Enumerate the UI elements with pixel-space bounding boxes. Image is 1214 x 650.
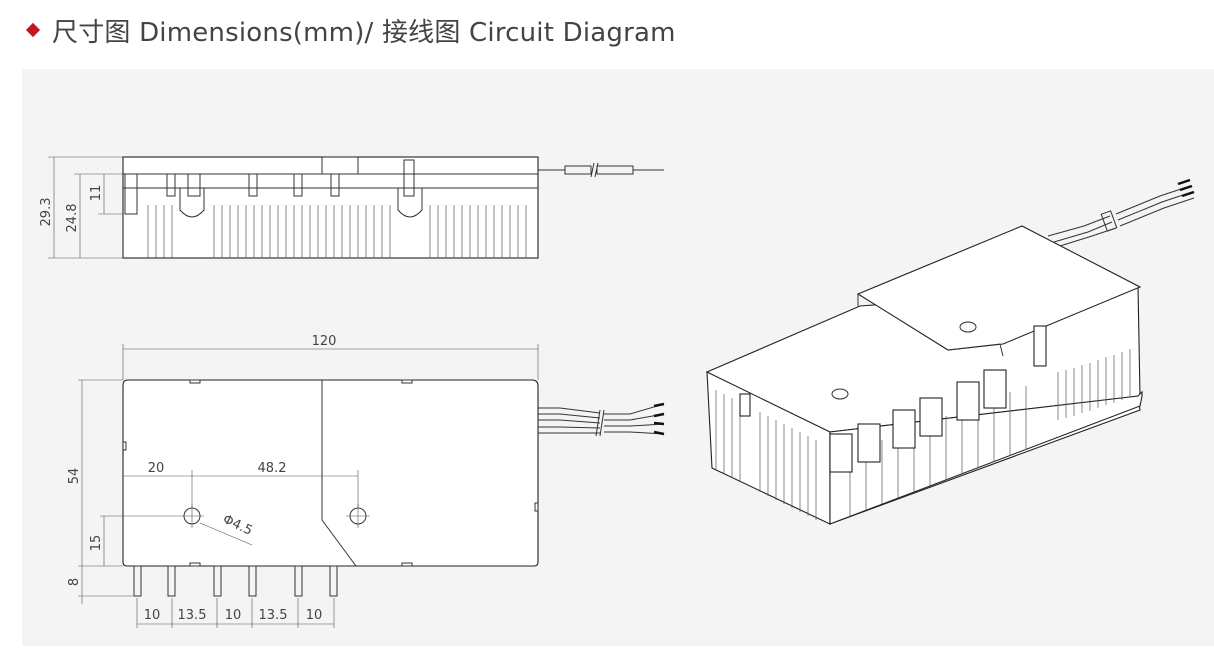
- dim-hole-y: 15: [89, 535, 104, 552]
- top-view-pins: [133, 565, 338, 597]
- dim-pin-gap-4: 13.5: [259, 608, 288, 623]
- iso-wire-ends: [1177, 178, 1195, 198]
- dim-pin-gap-2: 13.5: [178, 608, 207, 623]
- section-title: 尺寸图 Dimensions(mm)/ 接线图 Circuit Diagram: [52, 17, 676, 48]
- dim-pin-length: 8: [67, 578, 82, 586]
- isometric-view: [705, 178, 1195, 525]
- iso-wires: [1047, 185, 1195, 247]
- side-view-dimensions: [48, 156, 123, 259]
- iso-fins-left: [715, 390, 817, 520]
- side-view-cable: [538, 162, 664, 178]
- drawing-panel: 29.3 24.8 11: [22, 69, 1214, 646]
- iso-pins: [829, 369, 1007, 473]
- diamond-bullet-icon: [25, 22, 41, 38]
- top-view-dimensions: [78, 344, 539, 628]
- wire-ends: [653, 402, 665, 436]
- technical-drawing: 29.3 24.8 11: [39, 156, 1195, 628]
- top-view-wires: [538, 403, 665, 437]
- side-view-fins: [147, 205, 527, 258]
- dim-hole-x: 20: [148, 461, 165, 476]
- side-view-pins: [124, 173, 340, 215]
- dim-hole-spacing: 48.2: [258, 461, 287, 476]
- dim-side-height-top: 11: [89, 185, 104, 202]
- dim-length: 120: [312, 334, 337, 349]
- dim-side-height-body: 24.8: [65, 204, 80, 233]
- dim-pin-gap-1: 10: [144, 608, 161, 623]
- section-header: 尺寸图 Dimensions(mm)/ 接线图 Circuit Diagram: [22, 12, 676, 48]
- side-view: 29.3 24.8 11: [39, 156, 664, 259]
- top-view: 120 54 20 48.2 15 Φ4.5 8 10 13.5 10 13.5…: [67, 334, 665, 628]
- dim-width: 54: [67, 468, 82, 485]
- iso-fins-right: [849, 349, 1131, 516]
- dim-pin-gap-5: 10: [306, 608, 323, 623]
- top-view-tabs: [122, 379, 539, 567]
- dim-pin-gap-3: 10: [225, 608, 242, 623]
- dim-side-height-total: 29.3: [39, 198, 54, 227]
